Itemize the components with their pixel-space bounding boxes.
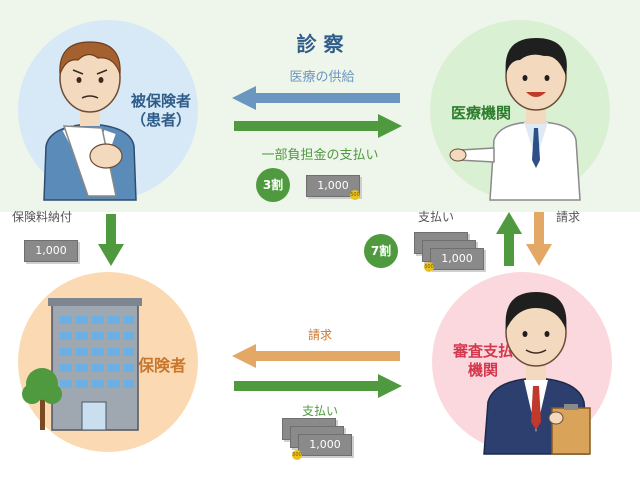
premium-bill: 1,000 xyxy=(24,240,78,262)
insurer-bill-front: 1,000 xyxy=(298,434,352,456)
premium-label: 保険料納付 xyxy=(12,210,73,224)
clinic-label-text: 医療機関 xyxy=(450,104,511,122)
premium-arrow xyxy=(98,214,124,266)
supply-arrow xyxy=(232,86,400,110)
claim-bottom-arrow xyxy=(232,344,400,368)
supply-label: 医療の供給 xyxy=(289,70,355,85)
payment-bottom-label: 支払い xyxy=(301,404,338,418)
insurer-bill-amount: 1,000 xyxy=(309,438,341,451)
claim-right-arrow xyxy=(526,212,552,266)
doctor-illustration xyxy=(449,38,581,201)
copay-bill-amount: 1,000 xyxy=(317,179,349,192)
clerk-illustration xyxy=(483,292,591,455)
claim-right-label: 請求 xyxy=(556,210,581,224)
insurer-coin: 500 xyxy=(292,450,302,460)
clinic-bill-amount: 1,000 xyxy=(441,252,473,265)
patient-share-badge: 3割 xyxy=(256,168,290,202)
insurer-share-badge: 7割 xyxy=(364,234,398,268)
consultation-title: 診 察 xyxy=(296,32,344,56)
copay-label: 一部負担金の支払い xyxy=(261,148,379,163)
patient-label-line2: （患者） xyxy=(130,110,191,129)
clinic-label: 医療機関 xyxy=(436,104,526,123)
insurer-label: 保険者 xyxy=(130,356,194,376)
copay-coin: 500 xyxy=(350,190,360,200)
copay-arrow xyxy=(234,114,402,138)
clinic-bill-front: 1,000 xyxy=(430,248,484,270)
review-label-line2: 機関 xyxy=(467,360,498,379)
insurer-label-text: 保険者 xyxy=(137,356,186,375)
building-illustration xyxy=(22,298,142,431)
payment-to-clinic-label: 支払い xyxy=(418,210,455,224)
patient-label-line1: 被保険者 xyxy=(130,92,191,110)
premium-bill-amount: 1,000 xyxy=(35,244,67,257)
payment-to-clinic-arrow xyxy=(496,212,522,266)
claim-bottom-label: 請求 xyxy=(307,328,332,342)
review-label: 審査支払 機関 xyxy=(438,342,528,380)
review-label-line1: 審査支払 xyxy=(452,342,513,360)
patient-label: 被保険者 （患者） xyxy=(116,92,206,130)
clinic-coin: 500 xyxy=(424,262,434,272)
payment-bottom-arrow xyxy=(234,374,402,398)
patient-illustration xyxy=(43,41,137,201)
copay-bill: 1,000 xyxy=(306,175,360,197)
